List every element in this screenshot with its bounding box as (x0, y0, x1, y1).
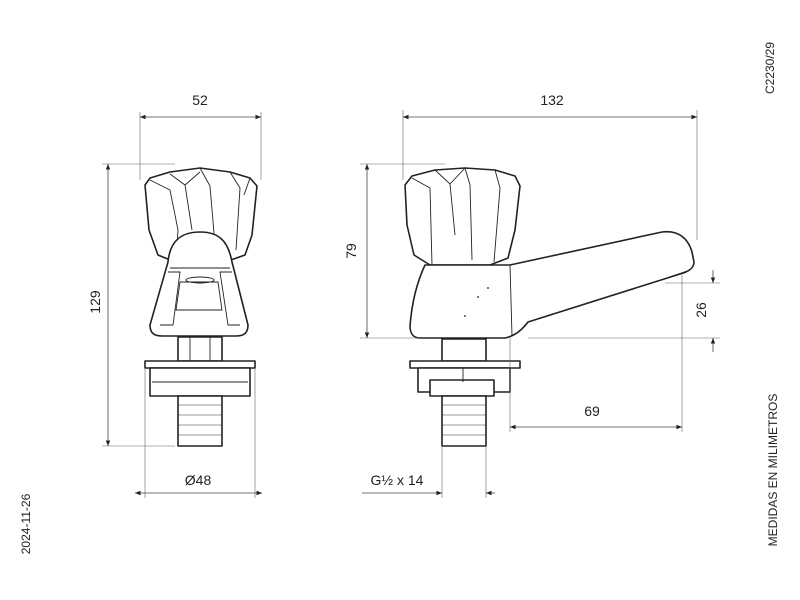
side-handle (404, 167, 521, 266)
brand-logo-icon (185, 276, 215, 284)
side-height-label: 79 (343, 243, 359, 259)
front-width-label: 52 (192, 92, 208, 108)
side-spout-height-label: 26 (693, 302, 709, 318)
side-fitting (409, 338, 521, 447)
side-view: 132 79 26 69 G½ x 14 (343, 92, 720, 498)
front-base-label: Ø48 (185, 472, 212, 488)
front-view: 52 129 Ø48 (87, 92, 262, 498)
units-note: MEDIDAS EN MILIMETROS (766, 394, 780, 547)
side-length-label: 132 (540, 92, 564, 108)
front-body (149, 231, 249, 337)
side-thread-label: G½ x 14 (371, 472, 424, 488)
front-height-label: 129 (87, 290, 103, 314)
drawing-code: C2230/29 (763, 42, 777, 94)
side-body (409, 230, 695, 339)
front-fitting (144, 336, 256, 447)
drawing-date: 2024-11-26 (19, 493, 33, 554)
front-handle (144, 167, 258, 263)
side-reach-label: 69 (584, 403, 600, 419)
